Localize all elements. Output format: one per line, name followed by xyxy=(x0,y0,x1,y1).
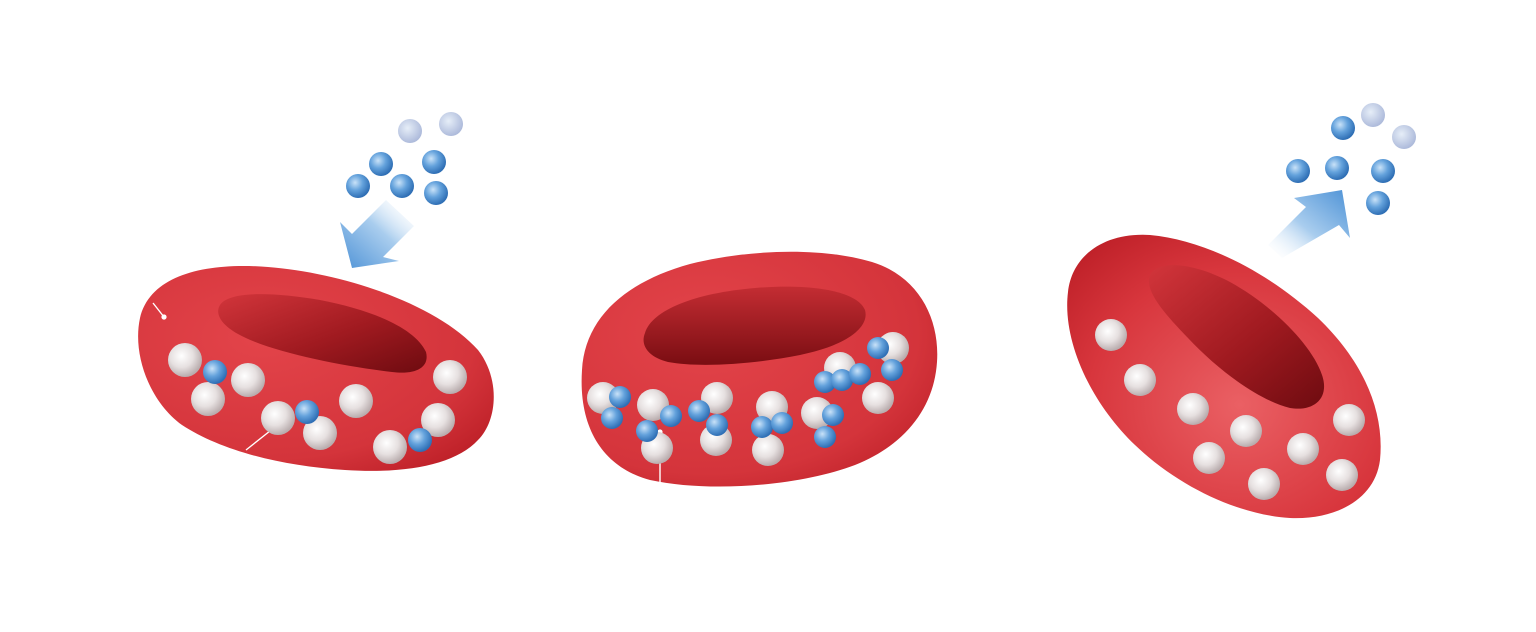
leader-line xyxy=(152,302,165,318)
free-oxygen-molecule xyxy=(390,174,414,198)
bound-oxygen-molecule xyxy=(706,414,728,436)
bound-oxygen-molecule xyxy=(203,360,227,384)
bound-oxygen-molecule xyxy=(849,363,871,385)
hemoglobin-molecule xyxy=(1193,442,1225,474)
free-oxygen-molecule xyxy=(1366,191,1390,215)
hemoglobin-molecule xyxy=(587,382,619,414)
hemoglobin-group xyxy=(1095,319,1365,500)
hemoglobin-molecule xyxy=(752,434,784,466)
hemoglobin-molecule xyxy=(191,382,225,416)
hemoglobin-molecule xyxy=(1326,459,1358,491)
bound-oxygen-molecule xyxy=(295,400,319,424)
free-oxygen-group xyxy=(1286,103,1416,215)
bound-oxygen-molecule xyxy=(688,400,710,422)
bound-oxygen-molecule xyxy=(822,404,844,426)
bound-oxygen-molecule xyxy=(660,405,682,427)
hemoglobin-group xyxy=(587,332,909,466)
bound-oxygen-molecule xyxy=(751,416,773,438)
free-oxygen-molecule xyxy=(1371,159,1395,183)
oxygen-outflow-arrow xyxy=(1268,190,1350,258)
hemoglobin-molecule xyxy=(1124,364,1156,396)
bound-oxygen-molecule xyxy=(601,407,623,429)
free-oxygen-molecule xyxy=(422,150,446,174)
cell-dimple xyxy=(643,286,866,365)
free-oxygen-group xyxy=(346,112,463,205)
hemoglobin-molecule xyxy=(862,382,894,414)
hemoglobin-molecule xyxy=(231,363,265,397)
hemoglobin-molecule xyxy=(339,384,373,418)
panel-oxygen-approaching xyxy=(138,112,494,471)
leader-dot xyxy=(161,314,167,320)
panel-oxygen-bound xyxy=(581,251,938,492)
free-oxygen-molecule xyxy=(439,112,463,136)
hemoglobin-molecule xyxy=(701,382,733,414)
bound-oxygen-molecule xyxy=(771,412,793,434)
hemoglobin-molecule xyxy=(433,360,467,394)
free-oxygen-molecule xyxy=(369,152,393,176)
cell-dimple xyxy=(218,294,427,373)
hemoglobin-group xyxy=(168,343,467,464)
free-oxygen-molecule xyxy=(1392,125,1416,149)
free-oxygen-molecule xyxy=(1325,156,1349,180)
hemoglobin-molecule xyxy=(373,430,407,464)
bound-oxygen-molecule xyxy=(408,428,432,452)
free-oxygen-molecule xyxy=(1331,116,1355,140)
oxygen-inflow-arrow xyxy=(340,200,414,268)
hemoglobin-molecule xyxy=(1333,404,1365,436)
free-oxygen-molecule xyxy=(1361,103,1385,127)
hemoglobin-molecule xyxy=(421,403,455,437)
bound-oxygen-molecule xyxy=(881,359,903,381)
free-oxygen-molecule xyxy=(398,119,422,143)
bound-oxygen-molecule xyxy=(831,369,853,391)
bound-oxygen-molecule xyxy=(867,337,889,359)
hemoglobin-molecule xyxy=(1248,468,1280,500)
bound-oxygen-molecule xyxy=(814,426,836,448)
hemoglobin-molecule xyxy=(1177,393,1209,425)
hemoglobin-molecule xyxy=(1230,415,1262,447)
hemoglobin-molecule xyxy=(1095,319,1127,351)
bound-oxygen-molecule xyxy=(636,420,658,442)
hemoglobin-molecule xyxy=(1287,433,1319,465)
hemoglobin-molecule xyxy=(303,416,337,450)
bound-oxygen-molecule xyxy=(814,371,836,393)
cell-dimple xyxy=(1148,265,1325,409)
panel-oxygen-released xyxy=(1067,103,1416,519)
free-oxygen-molecule xyxy=(1286,159,1310,183)
free-oxygen-molecule xyxy=(346,174,370,198)
free-oxygen-molecule xyxy=(424,181,448,205)
hemoglobin-molecule xyxy=(261,401,295,435)
hemoglobin-molecule xyxy=(168,343,202,377)
bound-oxygen-molecule xyxy=(609,386,631,408)
